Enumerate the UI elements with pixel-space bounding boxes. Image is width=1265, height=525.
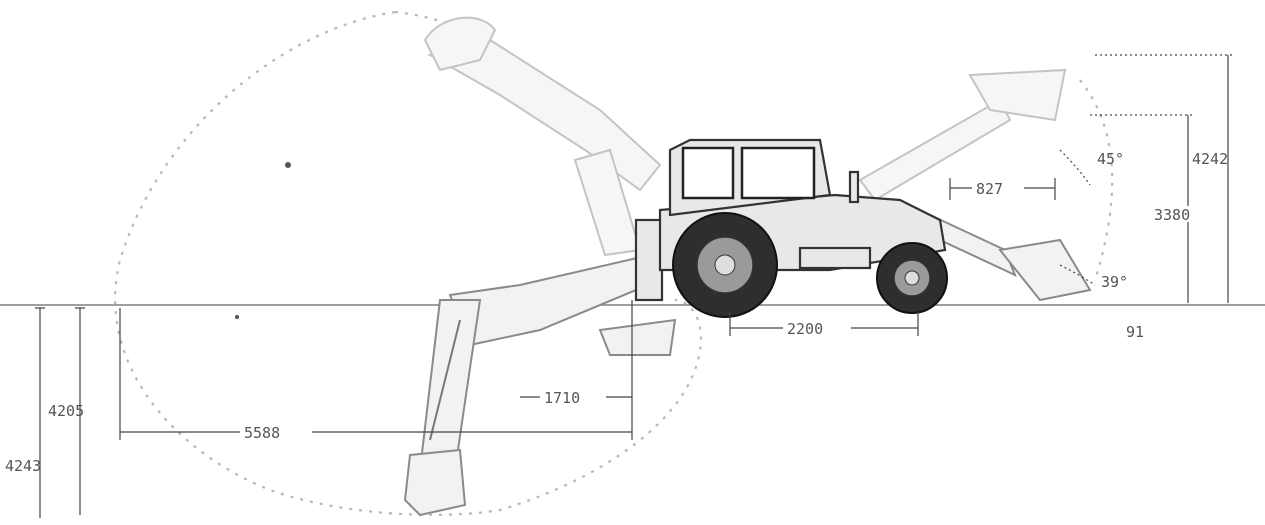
envelope-marker [235, 315, 239, 319]
backhoe-arm [403, 253, 677, 517]
reach-label: 5588 [244, 424, 280, 442]
digging-reach-envelope [114, 10, 703, 516]
rear-wheel [672, 212, 778, 318]
rollback-angle-arc [1059, 264, 1096, 286]
dump-angle-arc [1059, 149, 1091, 186]
front-overhang-label: 91 [1126, 323, 1144, 341]
max-lift-label: 4242 [1192, 150, 1228, 168]
front-loader [858, 68, 1092, 302]
raised-backhoe-ghost [423, 16, 662, 257]
pivot-marker [285, 162, 291, 168]
offset-label: 1710 [544, 389, 580, 407]
dump-angle-label: 45° [1097, 150, 1124, 168]
overall-depth-label: 4243 [5, 457, 41, 475]
dump-reach-label: 827 [976, 180, 1003, 198]
loader-lift-arc [1079, 79, 1114, 281]
wheelbase-label: 2200 [787, 320, 823, 338]
dump-height-label: 3380 [1154, 206, 1190, 224]
front-wheel [876, 242, 948, 314]
cab-window-front [740, 146, 816, 200]
stabilizer-leg [634, 218, 664, 302]
cab-window-rear [681, 146, 735, 200]
exhaust-stack [848, 170, 860, 204]
rollback-angle-label: 39° [1101, 273, 1128, 291]
digging-depth-label: 4205 [48, 402, 84, 420]
